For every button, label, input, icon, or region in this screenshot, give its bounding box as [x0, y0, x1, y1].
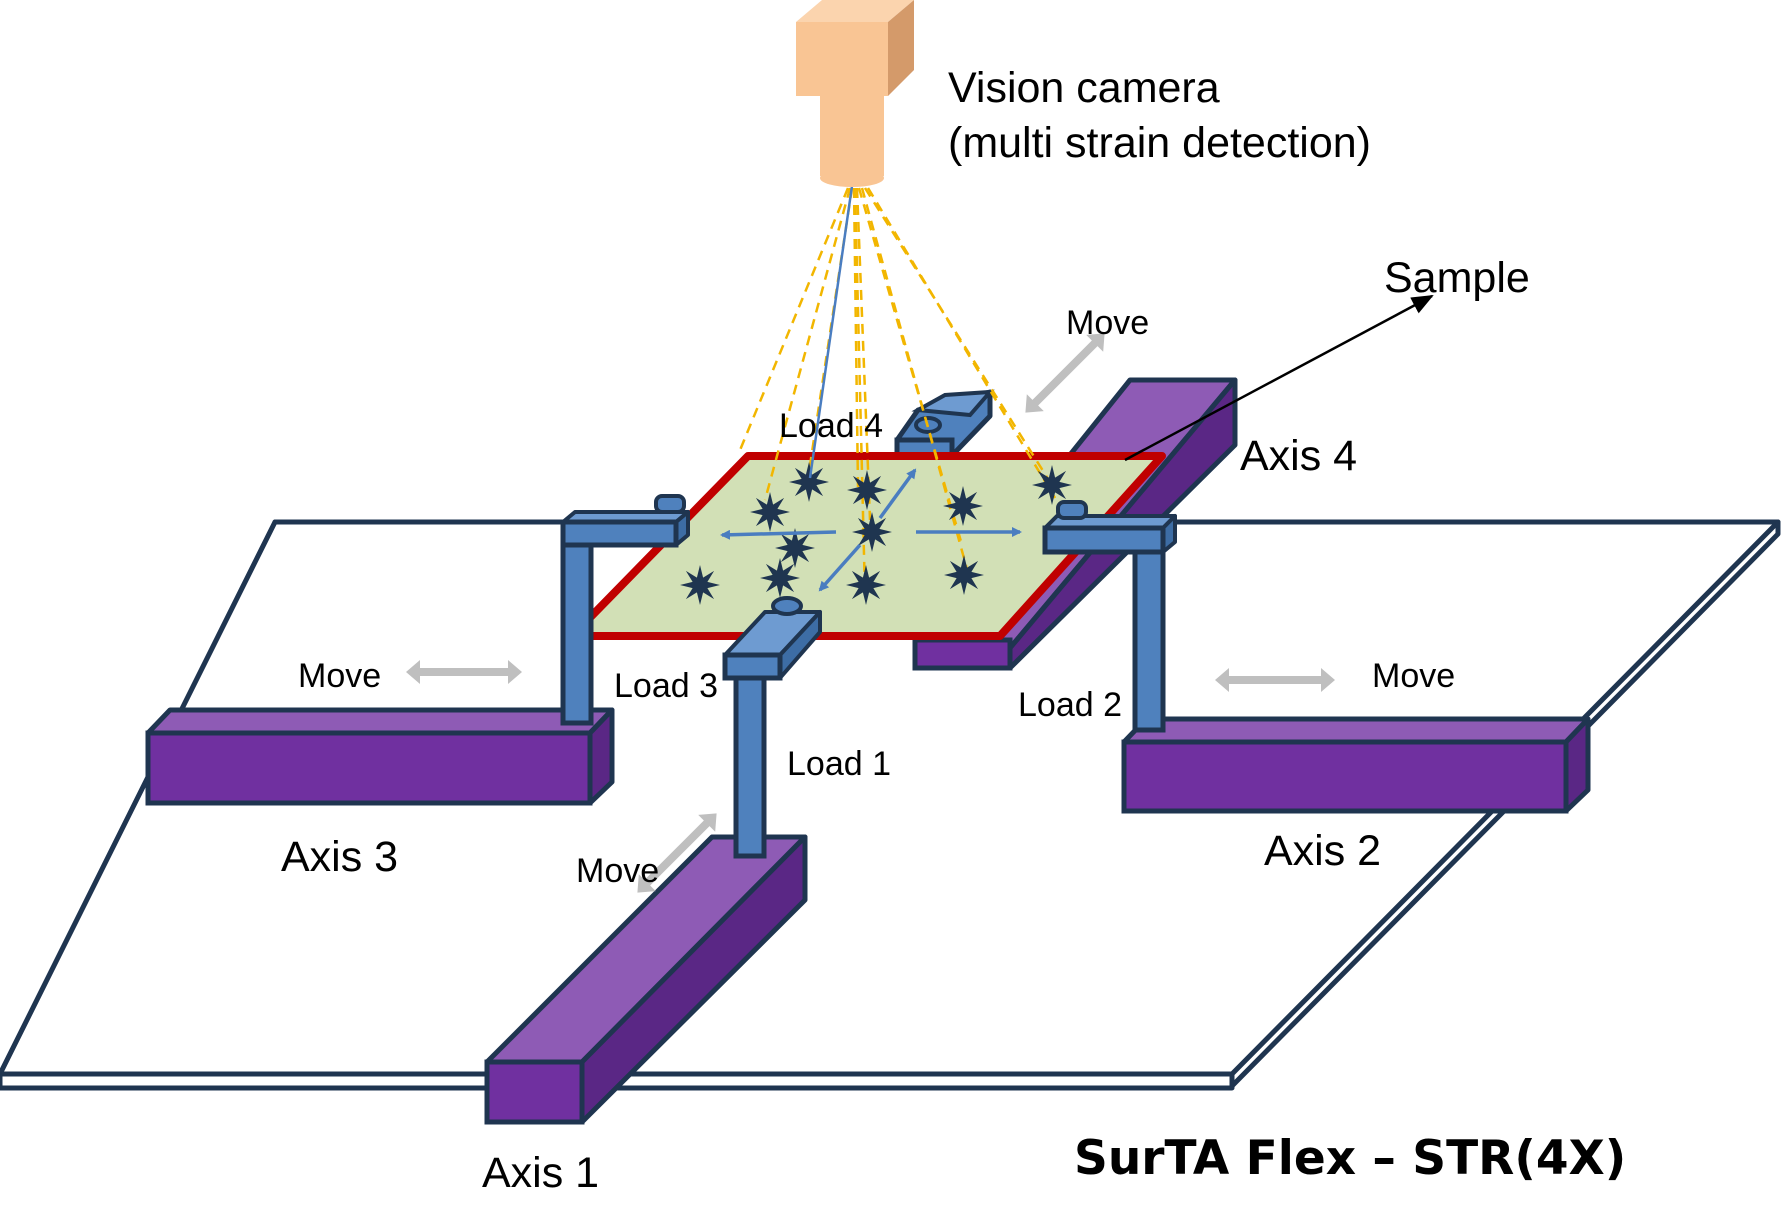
move-arrows — [406, 333, 1335, 893]
product-title: SurTA Flex – STR(4X) — [1074, 1131, 1626, 1186]
move-label-axis4: Move — [1066, 304, 1149, 342]
load2-grip — [1042, 500, 1177, 733]
camera-view-rays — [736, 187, 1057, 596]
load3-grip — [560, 494, 690, 726]
axis1-label: Axis 1 — [482, 1149, 599, 1197]
strain-marker — [775, 528, 815, 568]
axis2-label: Axis 2 — [1264, 827, 1381, 875]
strain-markers — [680, 462, 1072, 605]
strain-marker — [847, 470, 887, 510]
strain-marker — [760, 558, 800, 598]
strain-marker — [852, 512, 892, 552]
sample-label: Sample — [1384, 254, 1530, 302]
camera-label-line2: (multi strain detection) — [948, 119, 1371, 167]
strain-marker — [943, 486, 983, 526]
axis3-label: Axis 3 — [281, 833, 398, 881]
sample-plate — [568, 452, 1166, 640]
move-arrow-axis2 — [1215, 668, 1335, 692]
strain-arrow-down — [818, 543, 862, 592]
strain-marker — [680, 565, 720, 605]
load1-label: Load 1 — [787, 745, 891, 783]
axis4-label: Axis 4 — [1240, 432, 1357, 480]
axis2-rail — [1121, 716, 1591, 814]
move-arrow-axis1 — [637, 813, 717, 893]
move-arrow-axis4 — [1025, 333, 1105, 413]
strain-marker — [750, 492, 790, 532]
move-label-axis3: Move — [298, 657, 381, 695]
move-label-axis2: Move — [1372, 657, 1455, 695]
strain-marker — [1032, 465, 1072, 505]
strain-marker — [789, 462, 829, 502]
axis3-rail — [145, 707, 615, 806]
camera-sight-line — [808, 185, 854, 479]
strain-marker — [944, 555, 984, 595]
move-label-axis1: Move — [576, 852, 659, 890]
strain-direction-arrows — [720, 185, 1022, 592]
camera-label-line1: Vision camera — [948, 64, 1220, 112]
load4-label: Load 4 — [779, 407, 883, 445]
sample-pointer-arrow — [1124, 294, 1434, 462]
load2-label: Load 2 — [1018, 686, 1122, 724]
move-arrow-axis3 — [406, 660, 522, 684]
vision-camera — [796, 0, 914, 187]
base-frame — [0, 519, 1781, 1091]
strain-arrow-up — [878, 468, 917, 520]
strain-marker — [846, 565, 886, 605]
strain-arrow-left — [720, 529, 837, 540]
axis1-rail — [484, 834, 808, 1125]
load1-grip — [722, 596, 822, 859]
load3-label: Load 3 — [614, 667, 718, 705]
